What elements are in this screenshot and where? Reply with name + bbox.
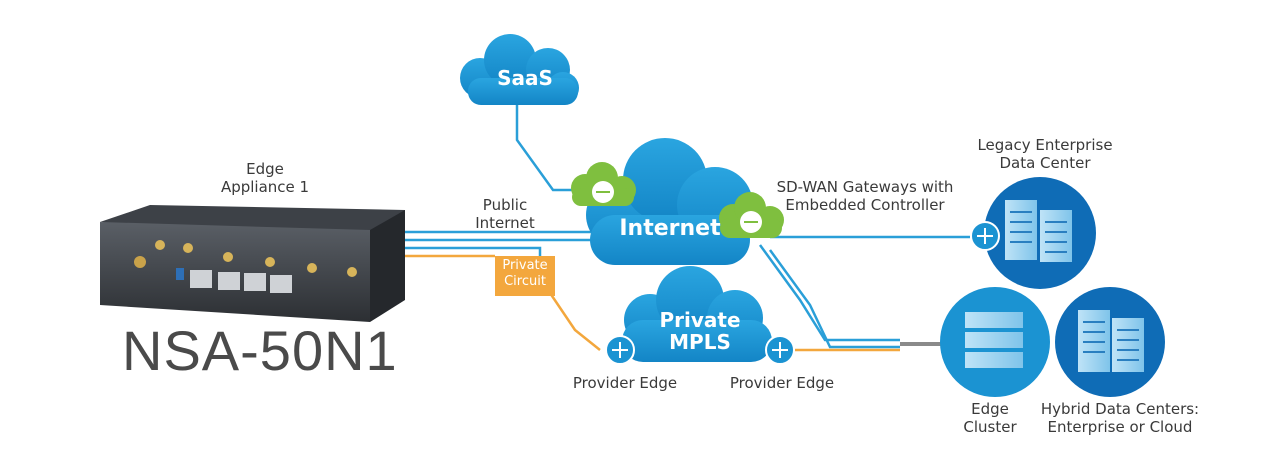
hybrid-datacenter-label: Hybrid Data Centers: Enterprise or Cloud xyxy=(1040,400,1200,436)
edge-cluster-label: Edge Cluster xyxy=(963,400,1017,436)
private-circuit-wire xyxy=(546,289,601,351)
saas-to-internet-wire xyxy=(515,105,580,192)
mpls-cloud-label-2: MPLS xyxy=(669,330,731,354)
ethernet-port xyxy=(270,275,292,293)
usb-port xyxy=(176,268,184,280)
legacy-datacenter-label: Legacy Enterprise Data Center xyxy=(977,136,1113,172)
provider-edge-left-label: Provider Edge xyxy=(572,374,678,392)
nsa-appliance xyxy=(100,205,405,322)
antenna-connector xyxy=(134,256,146,268)
internet-to-cluster-wire-2 xyxy=(768,249,900,349)
antenna-connector xyxy=(265,257,275,267)
private-circuit-label: Private Circuit xyxy=(495,256,555,296)
saas-cloud xyxy=(460,34,579,105)
internet-cloud-label: Internet xyxy=(619,216,721,241)
wires xyxy=(405,105,970,352)
model-name: NSA-50N1 xyxy=(122,319,398,382)
public-internet-label: Public Internet xyxy=(475,196,535,232)
edge-appliance-label: Edge Appliance 1 xyxy=(220,160,310,196)
internet-to-cluster-wire-1 xyxy=(758,244,900,342)
provider-edge-right-icon xyxy=(765,335,795,365)
gateway-cloud-right xyxy=(719,192,784,238)
provider-edge-right-label: Provider Edge xyxy=(729,374,835,392)
provider-edge-left-icon xyxy=(605,335,635,365)
legacy-datacenter-icon xyxy=(970,177,1096,289)
sdwan-gateways-label: SD-WAN Gateways with Embedded Controller xyxy=(776,178,954,214)
antenna-connector xyxy=(223,252,233,262)
antenna-connector xyxy=(347,267,357,277)
ethernet-port xyxy=(190,270,212,288)
mpls-cloud xyxy=(622,266,772,362)
ethernet-port xyxy=(244,273,266,291)
antenna-connector xyxy=(183,243,193,253)
hybrid-datacenter-icon xyxy=(1055,287,1165,397)
antenna-connector xyxy=(155,240,165,250)
edge-cluster-icon xyxy=(940,287,1050,397)
mpls-cloud-label-1: Private xyxy=(659,308,741,332)
saas-cloud-label: SaaS xyxy=(497,66,553,90)
ethernet-port xyxy=(218,272,240,290)
gateway-cloud-left xyxy=(571,162,636,206)
antenna-connector xyxy=(307,263,317,273)
